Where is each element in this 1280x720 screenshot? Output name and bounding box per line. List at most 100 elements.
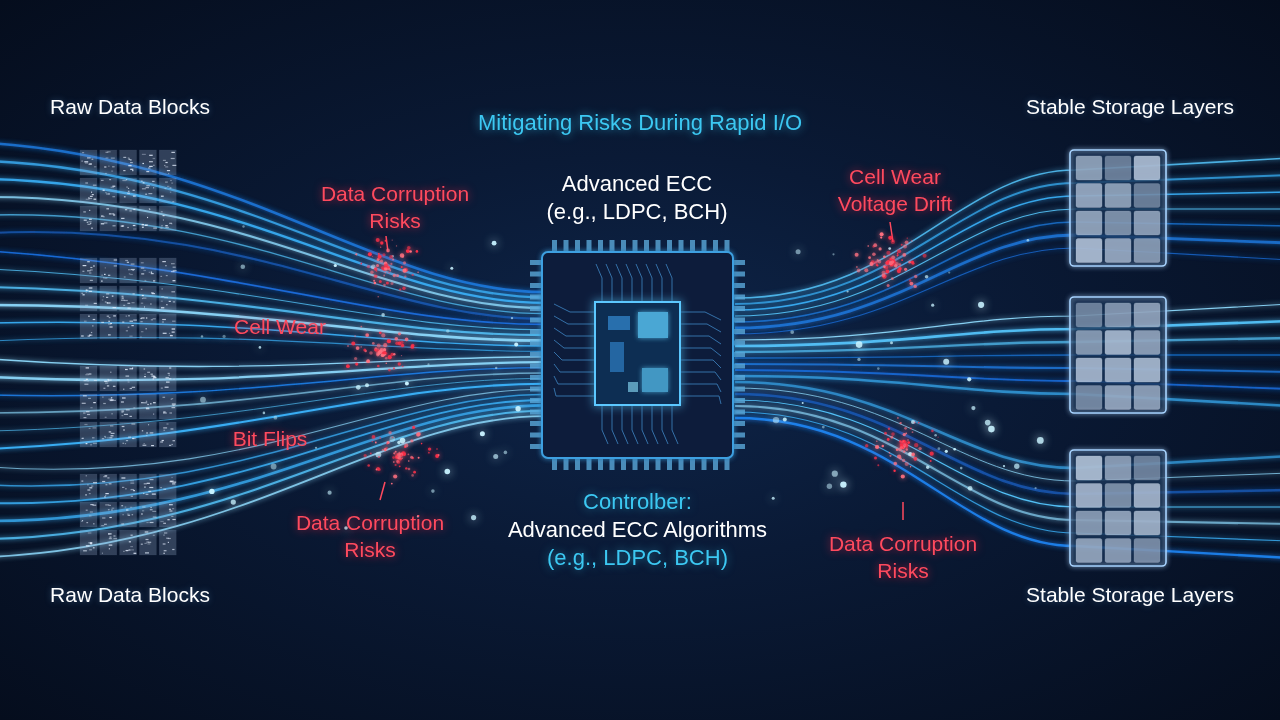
decor-shape	[100, 206, 117, 231]
decor-shape	[114, 259, 117, 260]
decor-shape	[120, 502, 137, 527]
decor-shape	[159, 206, 176, 231]
decor-shape	[142, 298, 143, 299]
decor-shape	[1076, 358, 1102, 382]
decor-shape	[94, 380, 97, 381]
decor-shape	[554, 328, 595, 336]
storage-layer	[1070, 450, 1166, 566]
risk-label: Data Corruption Risks	[300, 180, 490, 234]
risk-particle	[930, 460, 932, 462]
risk-particle	[914, 275, 917, 278]
decor-shape	[171, 477, 172, 478]
decor-shape	[145, 328, 147, 329]
risk-particle	[882, 274, 886, 278]
risk-particle	[865, 444, 868, 447]
risk-particle	[355, 363, 358, 366]
risk-particle	[899, 457, 902, 460]
decor-shape	[130, 480, 134, 481]
raw-data-block	[80, 474, 176, 555]
decor-shape	[124, 414, 128, 415]
decor-shape	[83, 265, 87, 266]
decor-shape	[88, 336, 90, 337]
risk-particle	[418, 457, 420, 459]
decor-shape	[160, 276, 162, 277]
decor-shape	[144, 368, 146, 369]
stream-line	[735, 394, 1280, 494]
decor-shape	[169, 223, 172, 224]
decor-shape	[680, 372, 721, 380]
node-text: Stable Storage Layers	[1000, 581, 1260, 609]
decor-shape	[672, 405, 678, 444]
decor-shape	[85, 182, 88, 183]
risk-particle	[899, 422, 901, 424]
decor-shape	[90, 511, 93, 512]
decor-shape	[153, 414, 154, 415]
decor-shape	[153, 228, 157, 229]
decor-shape	[121, 505, 123, 506]
decor-shape	[163, 489, 166, 490]
risk-particle	[386, 363, 388, 365]
risk-particle	[361, 346, 362, 347]
risk-particle	[889, 455, 891, 457]
decor-shape	[139, 530, 156, 555]
decor-shape	[171, 223, 172, 224]
decor-shape	[132, 387, 135, 388]
decor-shape	[86, 522, 88, 523]
decor-shape	[131, 489, 134, 490]
decor-shape	[596, 264, 602, 302]
decor-shape	[162, 288, 163, 289]
decor-shape	[120, 422, 137, 447]
risk-particle	[893, 470, 895, 472]
storage-layer	[1070, 150, 1166, 266]
decor-shape	[145, 225, 148, 226]
decor-shape	[129, 549, 131, 550]
decor-shape	[86, 373, 87, 374]
decor-shape	[146, 317, 147, 318]
decor-shape	[130, 489, 134, 490]
decor-shape	[144, 483, 147, 484]
decor-shape	[109, 517, 111, 518]
decor-shape	[100, 474, 117, 499]
decor-shape	[109, 437, 112, 438]
risk-particle	[914, 285, 917, 288]
decor-shape	[153, 516, 157, 517]
decor-shape	[103, 190, 105, 191]
decor-shape	[129, 368, 133, 369]
risk-particle	[393, 474, 397, 478]
risk-particle	[403, 261, 406, 264]
decor-shape	[1134, 303, 1160, 327]
decor-shape	[105, 493, 108, 494]
decor-shape	[164, 532, 167, 533]
decor-shape	[105, 173, 107, 174]
decor-shape	[141, 262, 144, 263]
particle	[242, 225, 244, 227]
risk-particle	[372, 256, 373, 257]
particle	[390, 436, 396, 442]
chip-art	[530, 240, 745, 470]
decor-shape	[642, 405, 648, 444]
particle	[515, 406, 520, 411]
decor-shape	[160, 441, 163, 442]
decor-shape	[163, 412, 167, 413]
decor-shape	[100, 502, 117, 527]
decor-shape	[606, 264, 612, 302]
decor-shape	[112, 186, 115, 187]
decor-shape	[91, 332, 92, 333]
decor-shape	[83, 395, 87, 396]
decor-shape	[1134, 456, 1160, 480]
particle	[263, 412, 266, 415]
stream-line	[0, 389, 545, 469]
decor-shape	[106, 484, 108, 485]
risk-particle	[381, 333, 385, 337]
decor-shape	[152, 511, 156, 512]
decor-shape	[120, 366, 137, 391]
risk-particle	[347, 345, 349, 347]
decor-shape	[81, 521, 83, 522]
particle	[945, 450, 948, 453]
risk-particle	[868, 256, 871, 259]
risk-particle	[403, 269, 407, 273]
risk-particle	[873, 243, 877, 247]
decor-shape	[121, 401, 124, 402]
decor-shape	[172, 407, 176, 408]
risk-particle	[891, 277, 894, 280]
